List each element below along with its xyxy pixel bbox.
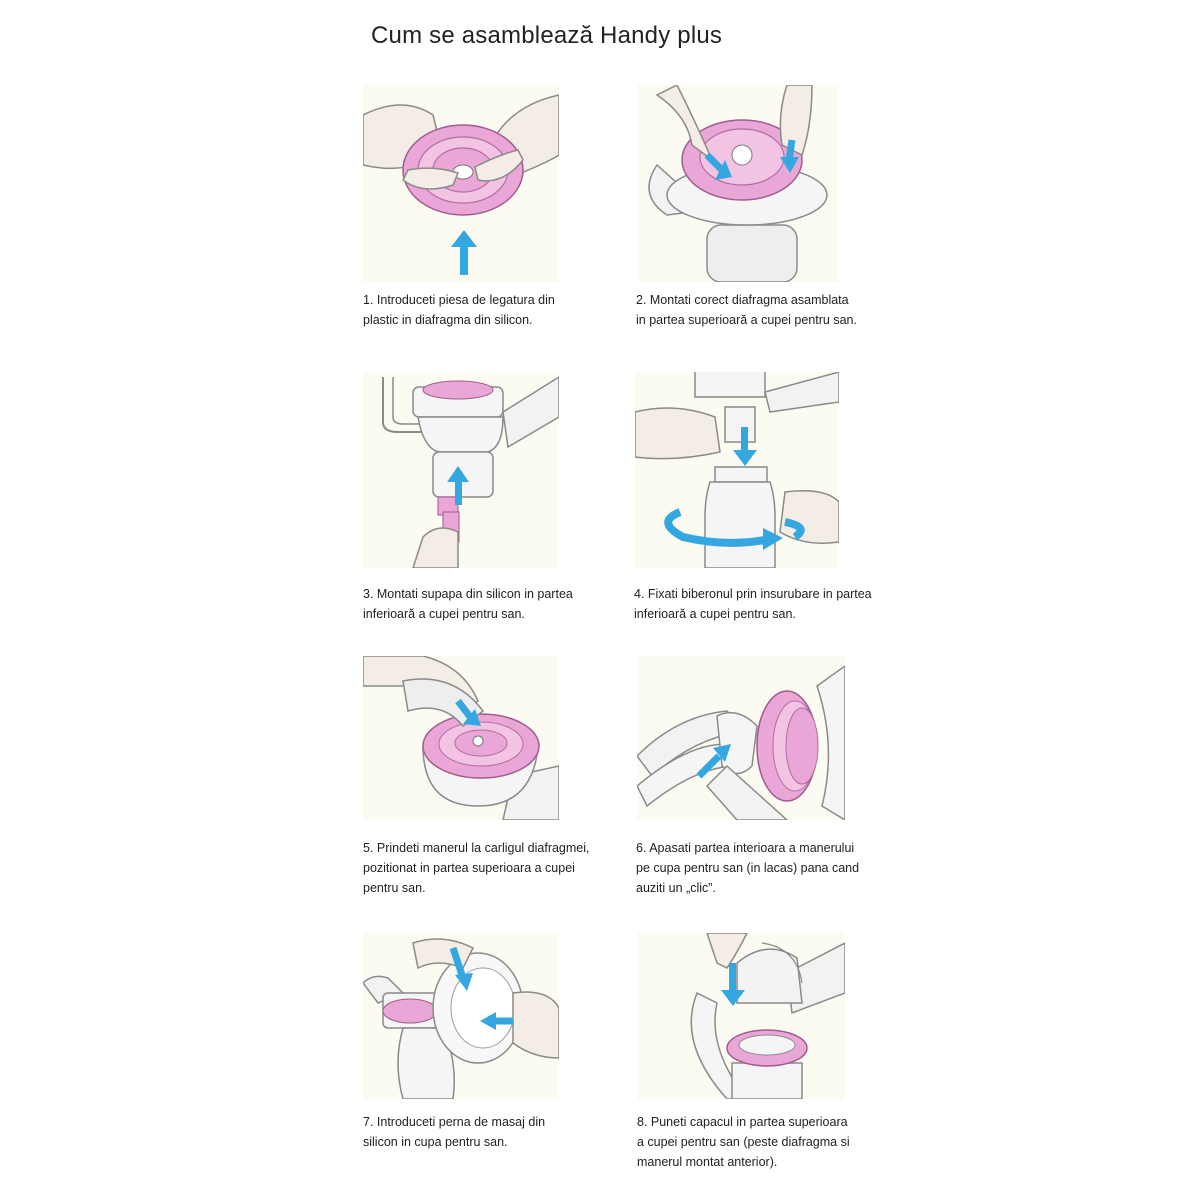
step-1-illustration — [363, 85, 559, 282]
step-5-illustration — [363, 656, 559, 820]
step-4-caption: 4. Fixati biberonul prin insurubare in p… — [634, 587, 872, 621]
page-title: Cum se asamblează Handy plus — [371, 22, 723, 49]
step-3-illustration — [363, 372, 559, 568]
step-8-illustration — [637, 933, 845, 1099]
step-2-illustration — [637, 85, 839, 282]
step-6-illustration — [637, 656, 845, 820]
step-6-caption: 6. Apasati partea interioara a manerului… — [636, 841, 860, 895]
step-5-caption: 5. Prindeti manerul la carligul diafragm… — [363, 841, 590, 895]
step-7-illustration — [363, 933, 559, 1099]
step-4-illustration — [635, 372, 839, 568]
